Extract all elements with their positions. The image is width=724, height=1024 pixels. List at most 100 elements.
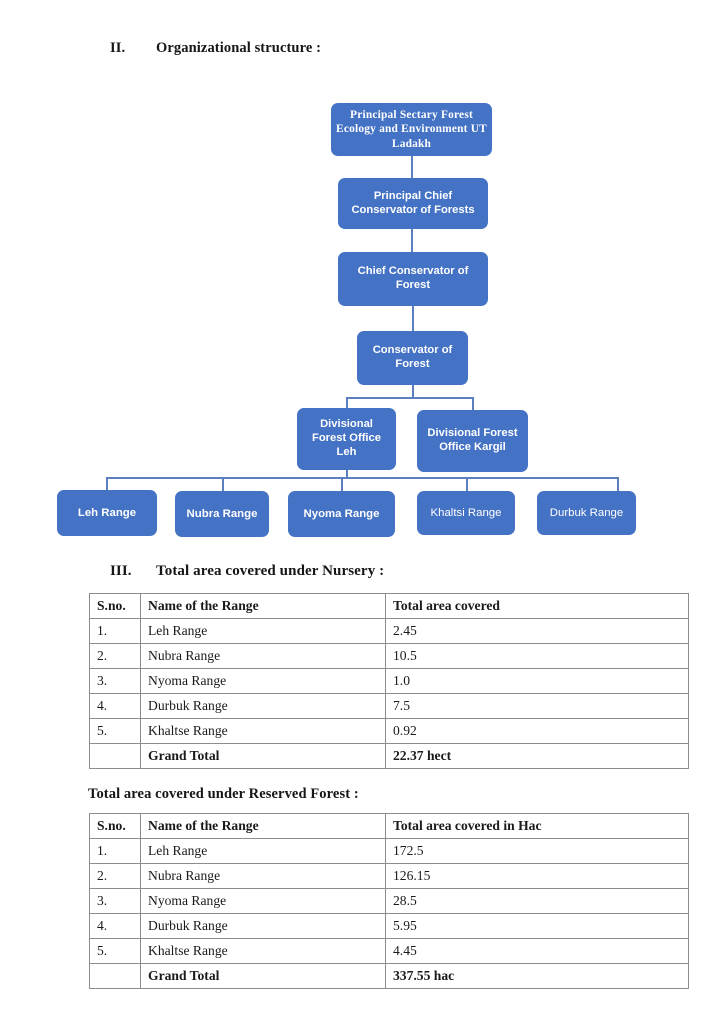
connector-bus-to-durbuk-range — [617, 477, 619, 491]
table-row: 3. Nyoma Range 28.5 — [89, 888, 689, 914]
section-iii-title: Total area covered under Nursery : — [156, 563, 385, 579]
cell-range-name: Grand Total — [140, 963, 386, 989]
connector-bus-to-dfo-leh — [346, 397, 348, 409]
cell-area: 5.95 — [385, 913, 689, 939]
organizational-chart: Principal Sectary Forest Ecology and Env… — [57, 103, 636, 537]
org-node-cf[interactable]: Conservator of Forest — [357, 331, 468, 385]
column-header-name: Name of the Range — [140, 813, 386, 839]
cell-range-name: Nyoma Range — [140, 888, 386, 914]
cell-area: 172.5 — [385, 838, 689, 864]
cell-sno: 4. — [89, 693, 141, 719]
cell-range-name: Khaltse Range — [140, 718, 386, 744]
org-node-principal-secretary[interactable]: Principal Sectary Forest Ecology and Env… — [331, 103, 492, 156]
cell-sno — [89, 743, 141, 769]
table-grand-total-row: Grand Total 337.55 hac — [89, 963, 689, 989]
cell-range-name: Leh Range — [140, 618, 386, 644]
reserved-forest-area-table: S.no. Name of the Range Total area cover… — [89, 813, 689, 989]
connector-bus-to-dfo-kargil — [472, 397, 474, 411]
section-ii-numeral: II. — [110, 40, 126, 56]
cell-sno: 5. — [89, 718, 141, 744]
cell-range-name: Nubra Range — [140, 863, 386, 889]
org-node-cf-label: Conservator of Forest — [372, 344, 453, 370]
cell-sno: 3. — [89, 668, 141, 694]
reserved-forest-heading: Total area covered under Reserved Forest… — [88, 786, 359, 802]
nursery-area-table: S.no. Name of the Range Total area cover… — [89, 593, 689, 769]
cell-range-name: Durbuk Range — [140, 913, 386, 939]
cell-sno: 5. — [89, 938, 141, 964]
connector-cf-stem — [412, 385, 414, 398]
cell-area: 337.55 hac — [385, 963, 689, 989]
table-header-row: S.no. Name of the Range Total area cover… — [89, 813, 689, 839]
org-node-leh-range[interactable]: Leh Range — [57, 490, 157, 536]
org-node-dfo-leh[interactable]: Divisional Forest Office Leh — [297, 408, 396, 470]
table-row: 5. Khaltse Range 0.92 — [89, 718, 689, 744]
table-row: 4. Durbuk Range 7.5 — [89, 693, 689, 719]
org-node-nubra-range-label: Nubra Range — [186, 507, 258, 520]
table-row: 2. Nubra Range 10.5 — [89, 643, 689, 669]
cell-range-name: Nubra Range — [140, 643, 386, 669]
cell-area: 2.45 — [385, 618, 689, 644]
cell-area: 28.5 — [385, 888, 689, 914]
table-row: 4. Durbuk Range 5.95 — [89, 913, 689, 939]
cell-area: 126.15 — [385, 863, 689, 889]
column-header-name: Name of the Range — [140, 593, 386, 619]
cell-range-name: Nyoma Range — [140, 668, 386, 694]
cell-area: 0.92 — [385, 718, 689, 744]
connector-ranges-bus — [106, 477, 618, 479]
table-header-row: S.no. Name of the Range Total area cover… — [89, 593, 689, 619]
cell-area: 4.45 — [385, 938, 689, 964]
table-row: 1. Leh Range 2.45 — [89, 618, 689, 644]
cell-sno: 4. — [89, 913, 141, 939]
table-row: 1. Leh Range 172.5 — [89, 838, 689, 864]
cell-area: 10.5 — [385, 643, 689, 669]
cell-area: 22.37 hect — [385, 743, 689, 769]
column-header-value: Total area covered — [385, 593, 689, 619]
table-grand-total-row: Grand Total 22.37 hect — [89, 743, 689, 769]
org-node-nyoma-range-label: Nyoma Range — [303, 507, 380, 520]
cell-range-name: Leh Range — [140, 838, 386, 864]
connector-ccf-to-cf — [412, 306, 414, 331]
org-node-principal-secretary-label: Principal Sectary Forest Ecology and Env… — [336, 109, 487, 150]
org-node-ccf-label: Chief Conservator of Forest — [357, 265, 469, 291]
cell-sno: 1. — [89, 618, 141, 644]
section-iii-numeral: III. — [110, 563, 132, 579]
cell-range-name: Grand Total — [140, 743, 386, 769]
org-node-dfo-kargil[interactable]: Divisional Forest Office Kargil — [417, 410, 528, 472]
connector-pccf-to-ccf — [411, 229, 413, 252]
org-node-khaltsi-range[interactable]: Khaltsi Range — [417, 491, 515, 535]
org-node-durbuk-range-label: Durbuk Range — [549, 506, 624, 519]
org-node-dfo-leh-label: Divisional Forest Office Leh — [311, 418, 381, 458]
table-row: 3. Nyoma Range 1.0 — [89, 668, 689, 694]
org-node-dfo-kargil-label: Divisional Forest Office Kargil — [427, 427, 518, 453]
org-node-leh-range-label: Leh Range — [77, 506, 137, 519]
cell-sno: 1. — [89, 838, 141, 864]
connector-bus-to-leh-range — [106, 477, 108, 491]
connector-bus-to-nubra-range — [222, 477, 224, 491]
connector-dfo-leh-stem — [346, 470, 348, 478]
connector-cf-bus — [346, 397, 473, 399]
section-iii-heading: III. Total area covered under Nursery : — [110, 563, 384, 580]
cell-area: 7.5 — [385, 693, 689, 719]
org-node-pccf[interactable]: Principal Chief Conservator of Forests — [338, 178, 488, 229]
org-node-khaltsi-range-label: Khaltsi Range — [430, 506, 502, 519]
connector-bus-to-nyoma-range — [341, 477, 343, 491]
column-header-value: Total area covered in Hac — [385, 813, 689, 839]
cell-sno — [89, 963, 141, 989]
connector-secretary-to-pccf — [411, 156, 413, 178]
cell-area: 1.0 — [385, 668, 689, 694]
section-ii-heading: II. Organizational structure : — [110, 40, 321, 57]
cell-sno: 2. — [89, 863, 141, 889]
table-row: 2. Nubra Range 126.15 — [89, 863, 689, 889]
cell-sno: 3. — [89, 888, 141, 914]
cell-range-name: Durbuk Range — [140, 693, 386, 719]
connector-bus-to-khaltsi-range — [466, 477, 468, 491]
org-node-ccf[interactable]: Chief Conservator of Forest — [338, 252, 488, 306]
org-node-nyoma-range[interactable]: Nyoma Range — [288, 491, 395, 537]
section-ii-title: Organizational structure : — [156, 40, 322, 56]
org-node-pccf-label: Principal Chief Conservator of Forests — [351, 189, 475, 216]
table-row: 5. Khaltse Range 4.45 — [89, 938, 689, 964]
org-node-nubra-range[interactable]: Nubra Range — [175, 491, 269, 537]
column-header-sno: S.no. — [89, 593, 141, 619]
cell-range-name: Khaltse Range — [140, 938, 386, 964]
org-node-durbuk-range[interactable]: Durbuk Range — [537, 491, 636, 535]
